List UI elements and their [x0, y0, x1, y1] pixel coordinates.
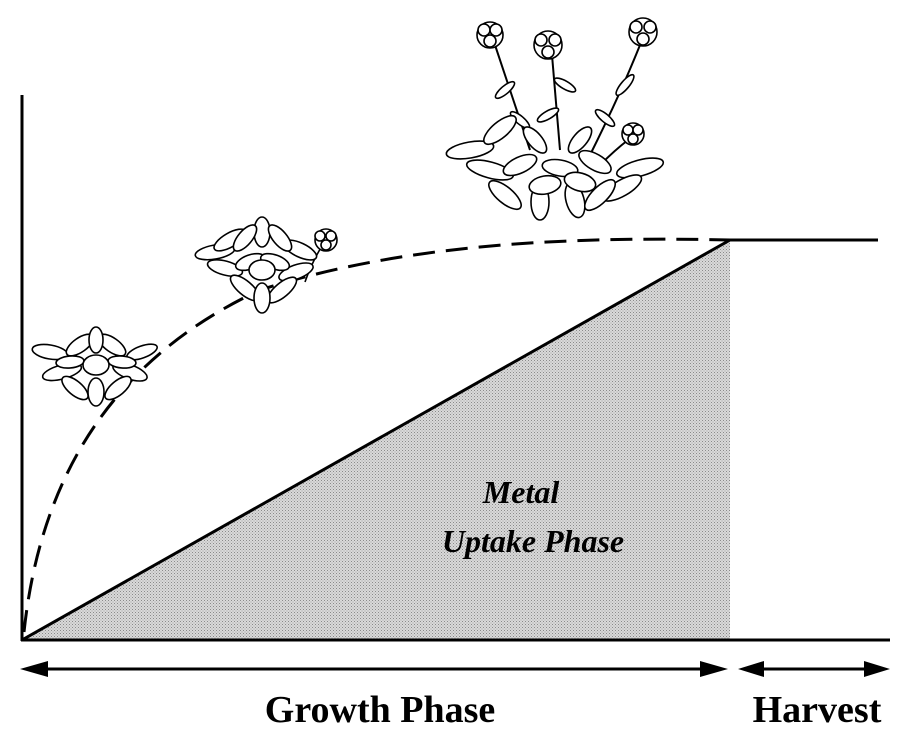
region-label-line2: Uptake Phase: [442, 523, 624, 559]
harvest-phase-arrow: [738, 661, 890, 677]
large-flowering-plant-icon: [445, 17, 665, 221]
metal-uptake-line: [21, 238, 731, 642]
growth-phase-label: Growth Phase: [265, 689, 495, 730]
small-plant-icon: [31, 326, 158, 407]
medium-flowering-plant-icon: [194, 216, 338, 314]
region-label-line1: Metal: [482, 474, 560, 510]
growth-phase-arrow: [20, 661, 728, 677]
harvest-label: Harvest: [753, 689, 882, 730]
